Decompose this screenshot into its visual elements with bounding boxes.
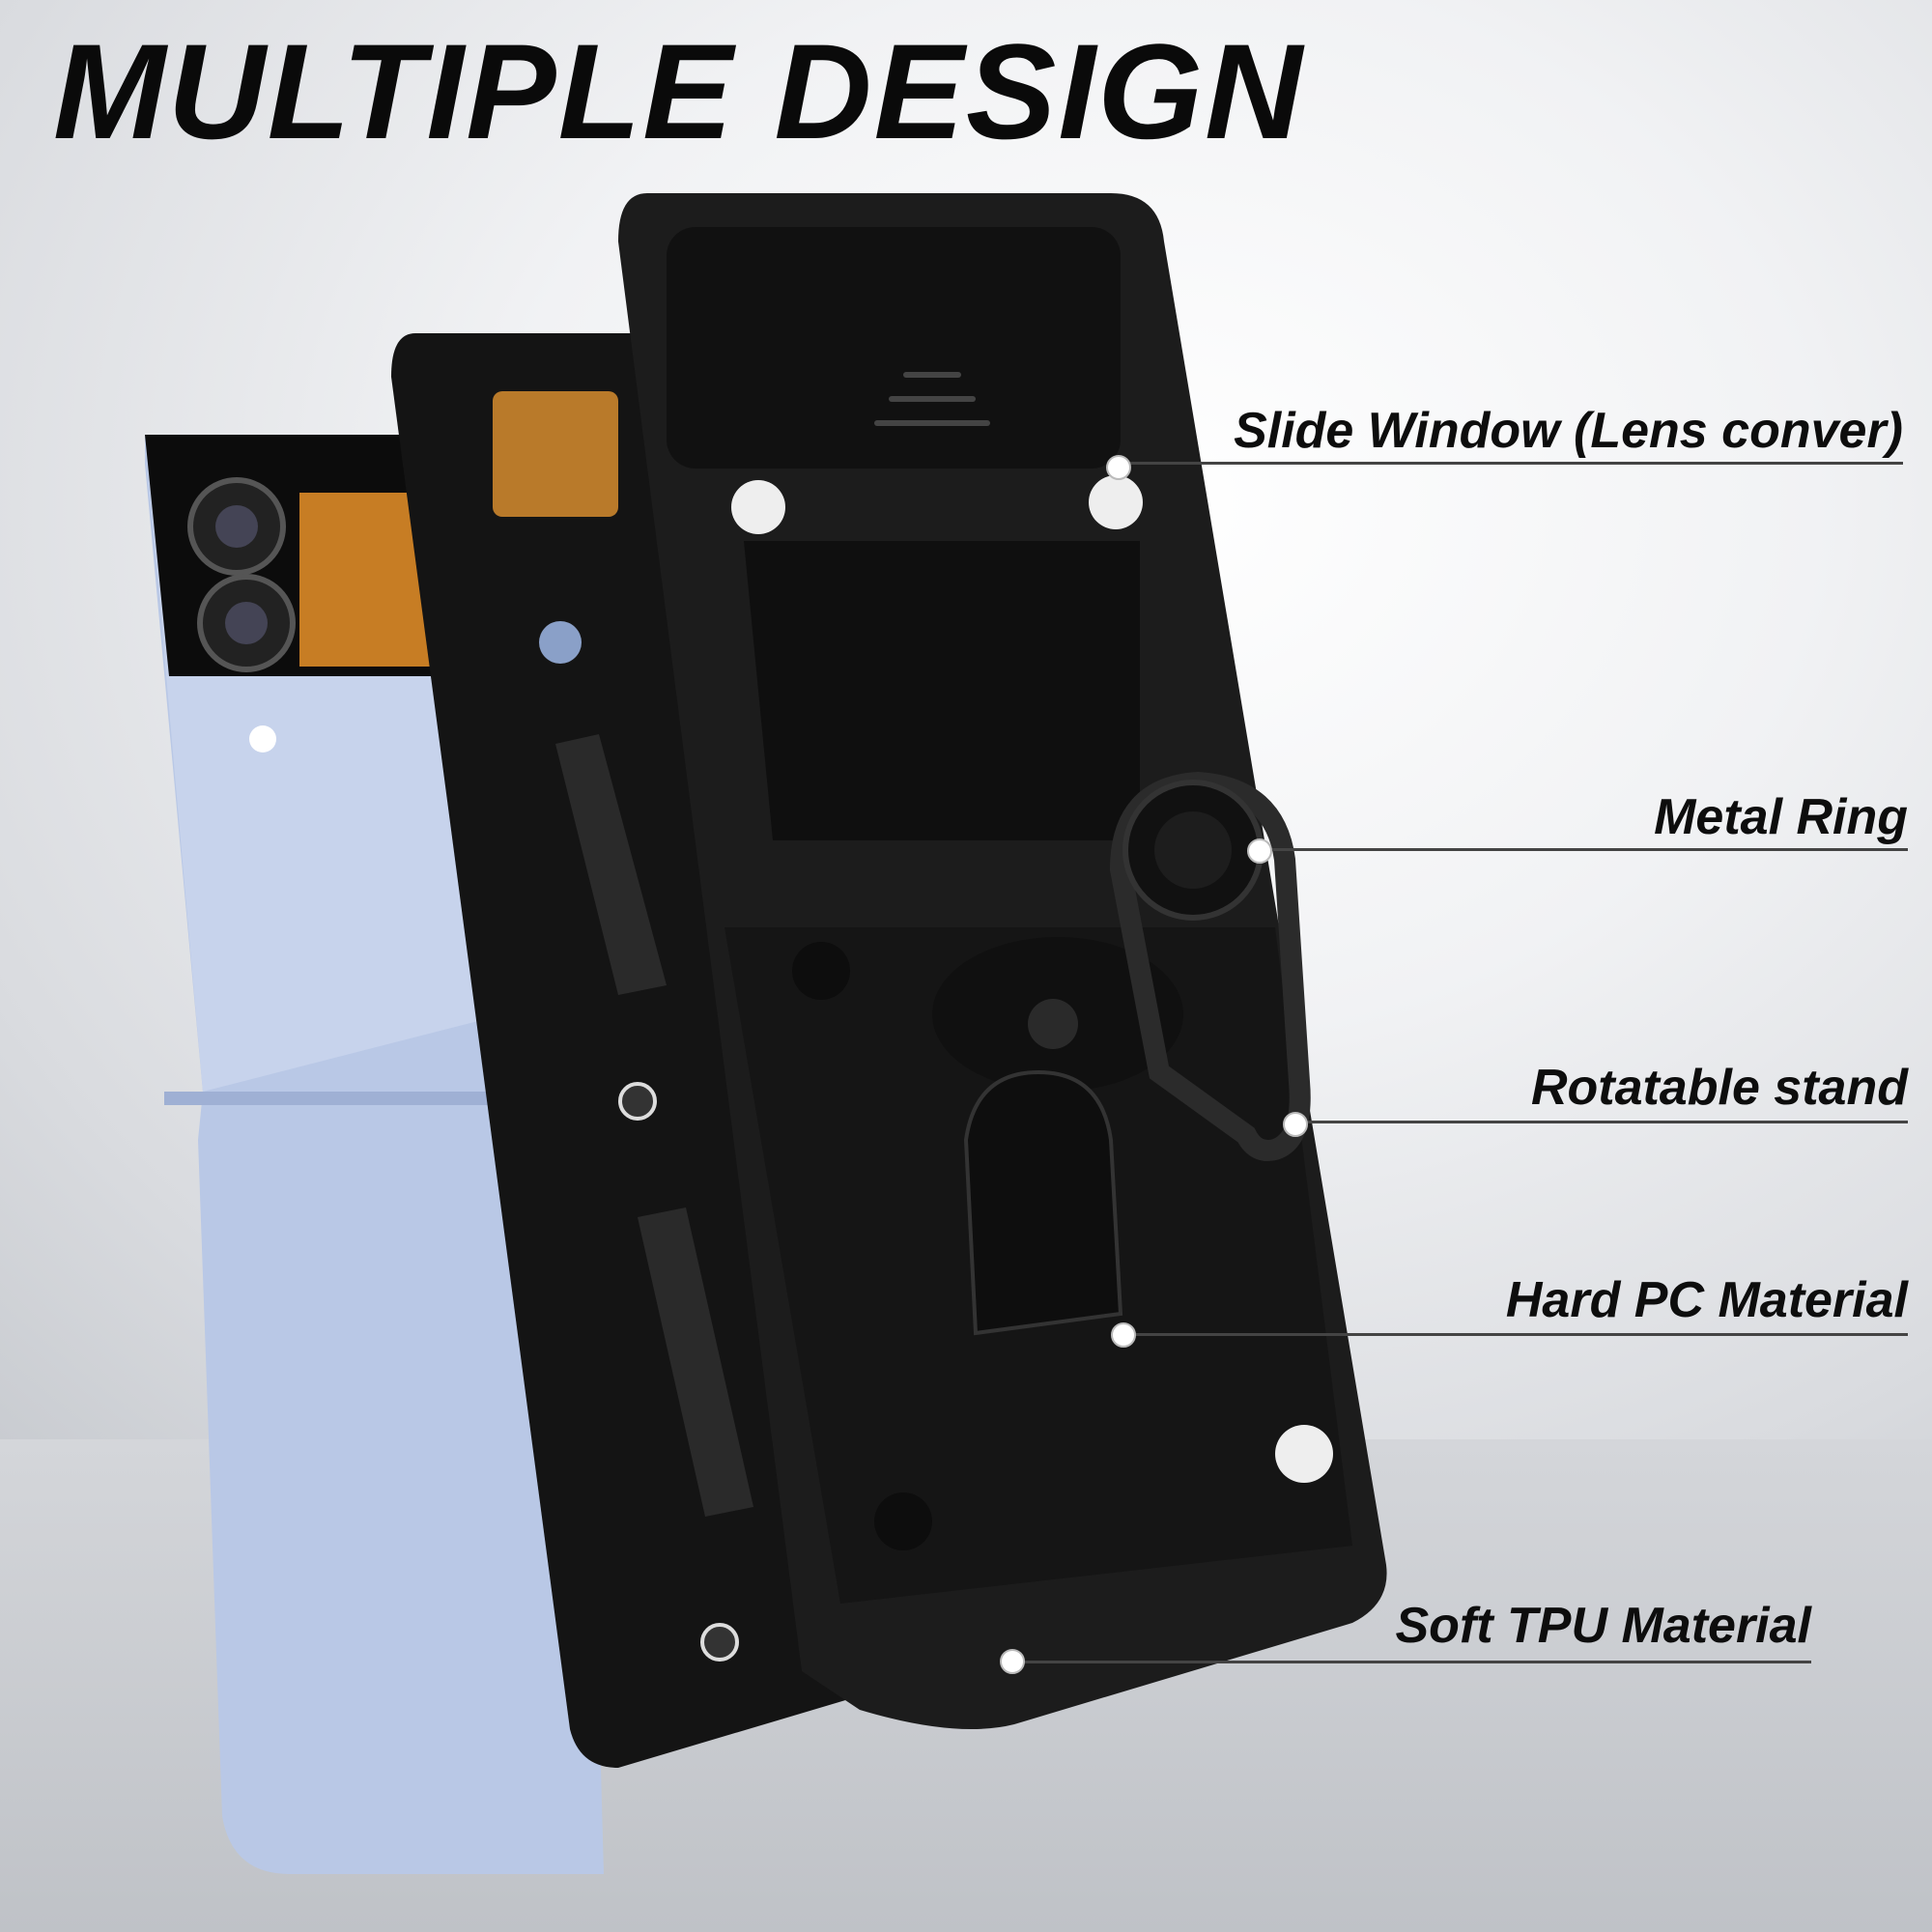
callout-label: Hard PC Material — [1505, 1272, 1908, 1328]
callout-slide-window: Slide Window (Lens conver) — [1111, 404, 1903, 465]
callout-metal-ring: Metal Ring — [1265, 790, 1908, 851]
callout-dot — [1111, 1322, 1136, 1348]
title-part-2: DESIGN — [774, 15, 1305, 167]
callout-soft-tpu: Soft TPU Material — [1014, 1599, 1811, 1663]
callout-dot — [1106, 455, 1131, 480]
callout-line — [1125, 1333, 1908, 1336]
title-part-1: MULTIPLE — [53, 15, 735, 167]
callout-line — [1111, 462, 1903, 465]
callout-dot — [1283, 1112, 1308, 1137]
callout-dot — [1247, 838, 1272, 864]
callout-label: Rotatable stand — [1530, 1060, 1908, 1116]
callout-line — [1265, 848, 1908, 851]
callout-line — [1299, 1121, 1908, 1123]
callout-line — [1014, 1661, 1811, 1663]
callout-hard-pc: Hard PC Material — [1125, 1273, 1908, 1336]
callout-label: Soft TPU Material — [1395, 1598, 1812, 1654]
metal-ring — [1109, 771, 1311, 1161]
callout-dot — [1000, 1649, 1025, 1674]
callout-rotatable-stand: Rotatable stand — [1299, 1061, 1908, 1123]
slide-window — [667, 227, 1121, 469]
page-title: MULTIPLE DESIGN — [53, 19, 1304, 164]
callout-label: Metal Ring — [1654, 789, 1908, 845]
callout-label: Slide Window (Lens conver) — [1234, 403, 1903, 459]
